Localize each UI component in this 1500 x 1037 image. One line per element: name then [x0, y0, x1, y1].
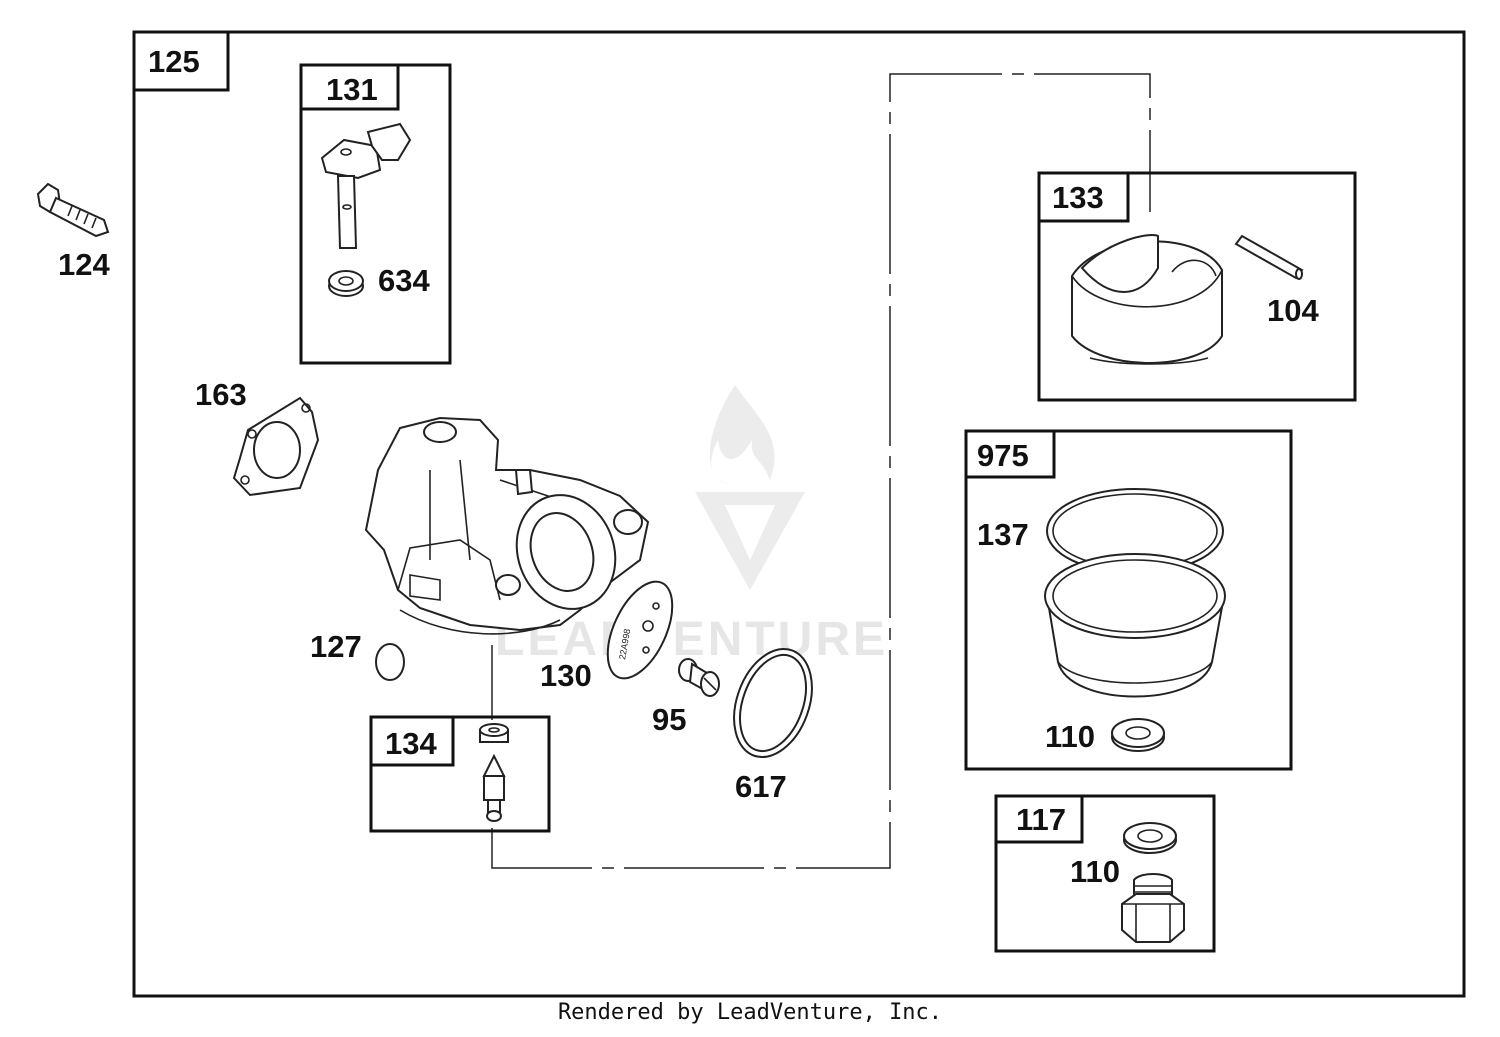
part-carburetor-body	[364, 416, 650, 635]
part-127-welch-plug	[375, 643, 405, 681]
box-117	[994, 794, 1216, 953]
label-617: 617	[735, 769, 787, 804]
label-125: 125	[148, 44, 200, 79]
label-134: 134	[385, 726, 437, 761]
label-box-125	[132, 30, 230, 92]
label-110-b: 110	[1070, 854, 1120, 889]
part-131-choke-shaft	[320, 122, 412, 249]
part-117-bowl-nut	[1121, 873, 1185, 943]
label-box-133	[1037, 171, 1130, 223]
part-124-bolt	[36, 182, 110, 238]
label-box-131	[299, 63, 400, 111]
label-130: 130	[540, 658, 592, 693]
label-634: 634	[378, 263, 430, 298]
part-617-oring	[733, 647, 813, 759]
part-110-washer-a	[1111, 718, 1165, 752]
label-box-117	[994, 794, 1084, 844]
label-104: 104	[1267, 293, 1319, 328]
box-134	[369, 715, 551, 833]
part-634-seal	[328, 270, 364, 297]
watermark-flame-icon	[709, 385, 775, 485]
label-163: 163	[195, 377, 247, 412]
part-133-float	[1071, 234, 1223, 365]
label-137: 137	[977, 517, 1029, 552]
label-131: 131	[326, 72, 378, 107]
watermark-v-icon	[695, 492, 805, 590]
label-95: 95	[652, 702, 686, 737]
box-975	[964, 429, 1293, 771]
part-bowl	[1044, 553, 1226, 698]
part-95-screw	[678, 658, 720, 697]
part-134-needle-seat	[479, 723, 509, 822]
label-117: 117	[1016, 802, 1066, 837]
label-box-975	[964, 429, 1056, 479]
leader-lines	[491, 73, 1151, 869]
label-133: 133	[1052, 180, 1104, 215]
frame-125	[132, 30, 1466, 998]
label-110-a: 110	[1045, 719, 1095, 754]
label-975: 975	[977, 438, 1029, 473]
label-box-134	[369, 715, 455, 767]
part-130-throttle-plate: 22A998	[606, 580, 674, 680]
box-133	[1037, 171, 1357, 402]
part-110-washer-b	[1123, 822, 1177, 854]
part-104-pin	[1234, 234, 1304, 280]
part-163-gasket	[232, 396, 320, 497]
label-127: 127	[310, 629, 362, 664]
label-124: 124	[58, 247, 110, 282]
footer-credit: Rendered by LeadVenture, Inc.	[557, 1000, 943, 1025]
